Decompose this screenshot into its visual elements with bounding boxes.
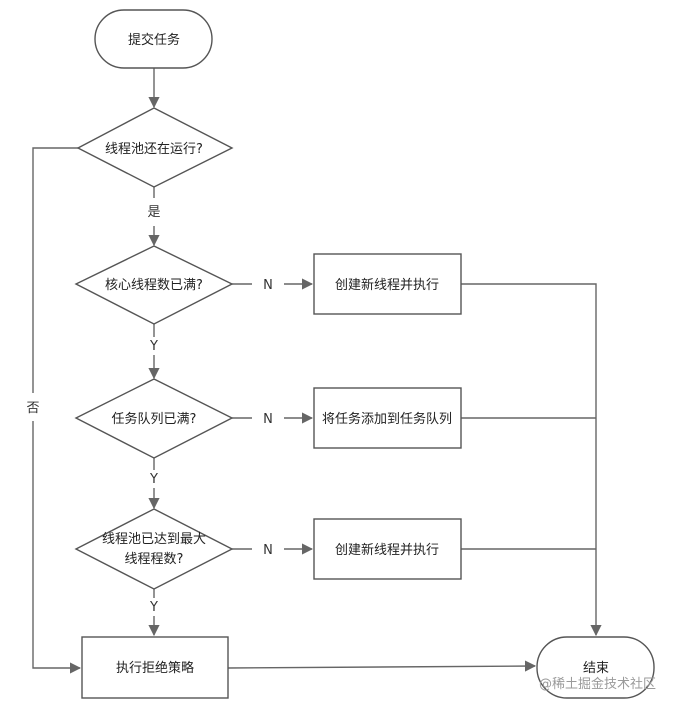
edge-label-no: 否 xyxy=(26,401,39,416)
pool-running-decision xyxy=(76,107,234,188)
end-terminal xyxy=(536,636,655,699)
edge-labels: 是 否 N N N Y Y Y xyxy=(26,205,272,615)
queue-full-label: 任务队列已满? xyxy=(112,411,197,427)
create-thread-label-1: 创建新线程并执行 xyxy=(335,277,439,293)
edge-label-y3: Y xyxy=(149,600,158,615)
edge-label-n2: N xyxy=(263,412,273,427)
connectors xyxy=(32,68,602,674)
start-terminal xyxy=(94,9,213,69)
shapes xyxy=(74,9,655,699)
node-labels: 提交任务 线程池还在运行? 核心线程数已满? 任务队列已满? 线程池已达到最大 … xyxy=(102,32,609,676)
add-to-queue-label: 将任务添加到任务队列 xyxy=(322,411,452,427)
edge-label-y2: Y xyxy=(149,472,158,487)
edge-create1-to-end xyxy=(461,283,602,637)
pool-running-label: 线程池还在运行? xyxy=(105,142,203,157)
core-full-decision xyxy=(74,245,234,325)
add-to-queue-box xyxy=(313,387,462,449)
edge-no-top xyxy=(32,147,78,393)
start-label: 提交任务 xyxy=(128,32,180,48)
edge-label-yes: 是 xyxy=(147,205,160,220)
create-thread-box-1 xyxy=(313,253,462,315)
max-reached-label-line1: 线程池已达到最大 xyxy=(102,532,206,547)
max-reached-decision xyxy=(74,508,234,590)
queue-full-decision xyxy=(74,378,234,459)
edge-reject-to-end xyxy=(227,660,537,672)
watermark: @稀土掘金技术社区 xyxy=(539,676,656,692)
end-label: 结束 xyxy=(583,661,609,676)
reject-policy-box xyxy=(81,636,229,699)
create-thread-label-2: 创建新线程并执行 xyxy=(335,542,439,558)
create-thread-box-2 xyxy=(313,518,462,580)
reject-policy-label: 执行拒绝策略 xyxy=(116,660,194,676)
max-reached-label-line2: 线程程数? xyxy=(125,552,184,567)
edge-label-n3: N xyxy=(263,543,273,558)
edge-label-y1: Y xyxy=(149,339,158,354)
edge-label-n1: N xyxy=(263,278,273,293)
edge-no-bottom xyxy=(32,421,82,674)
core-full-label: 核心线程数已满? xyxy=(105,278,203,293)
